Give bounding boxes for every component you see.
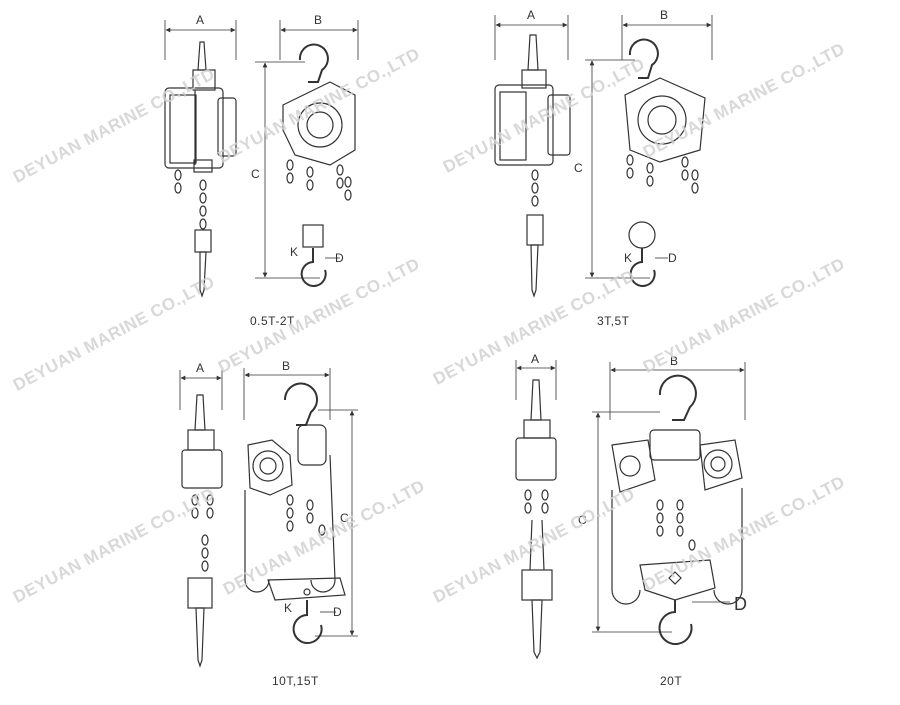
dimension-lines <box>494 15 713 279</box>
dimension-letters: A B C D K A B C D K A B C D K A B C D <box>196 8 747 619</box>
hoist-side-view <box>515 379 557 660</box>
dim-label-d-p2: D <box>668 251 677 265</box>
hoist-front-view <box>624 38 706 287</box>
dim-label-c-p1: C <box>251 167 260 181</box>
hoist-front-view <box>244 382 346 644</box>
panel-0-5t-2t <box>164 20 359 298</box>
caption-panel-2: 3T,5T <box>597 314 630 328</box>
dim-label-a-p1: A <box>196 13 204 27</box>
hoist-side-view <box>181 394 223 668</box>
dim-label-b-p1: B <box>314 13 322 27</box>
panel-20t <box>515 360 746 660</box>
dim-label-d-p1: D <box>335 251 344 265</box>
dim-label-c-p4: C <box>578 513 587 527</box>
panel-10t-15t <box>179 368 358 668</box>
dim-label-c-p3: C <box>340 511 349 525</box>
dim-label-a-p3: A <box>196 361 204 375</box>
caption-panel-1: 0.5T-2T <box>250 314 295 328</box>
dim-label-b-p3: B <box>282 359 290 373</box>
dimension-lines <box>179 368 358 637</box>
hoist-front-view <box>282 43 356 287</box>
hoist-side-view <box>494 34 571 298</box>
dim-label-b-p4: B <box>670 354 678 368</box>
dim-label-k-p3: K <box>284 601 292 615</box>
caption-panel-4: 20T <box>660 674 683 688</box>
dimension-lines <box>164 20 359 279</box>
hoist-side-view <box>164 41 237 298</box>
dim-label-b-p2: B <box>660 8 668 22</box>
caption-panel-3: 10T,15T <box>272 674 319 688</box>
dim-label-k-p1: K <box>290 245 298 259</box>
dimension-lines <box>515 360 746 633</box>
hoist-front-view <box>611 374 743 645</box>
dim-label-a-p2: A <box>527 8 535 22</box>
panel-3t-5t <box>494 15 713 298</box>
dim-label-k-p2: K <box>624 251 632 265</box>
dim-label-d-p4: D <box>734 594 747 614</box>
dim-label-c-p2: C <box>574 161 583 175</box>
dim-label-a-p4: A <box>531 352 539 366</box>
dim-label-d-p3: D <box>333 605 342 619</box>
